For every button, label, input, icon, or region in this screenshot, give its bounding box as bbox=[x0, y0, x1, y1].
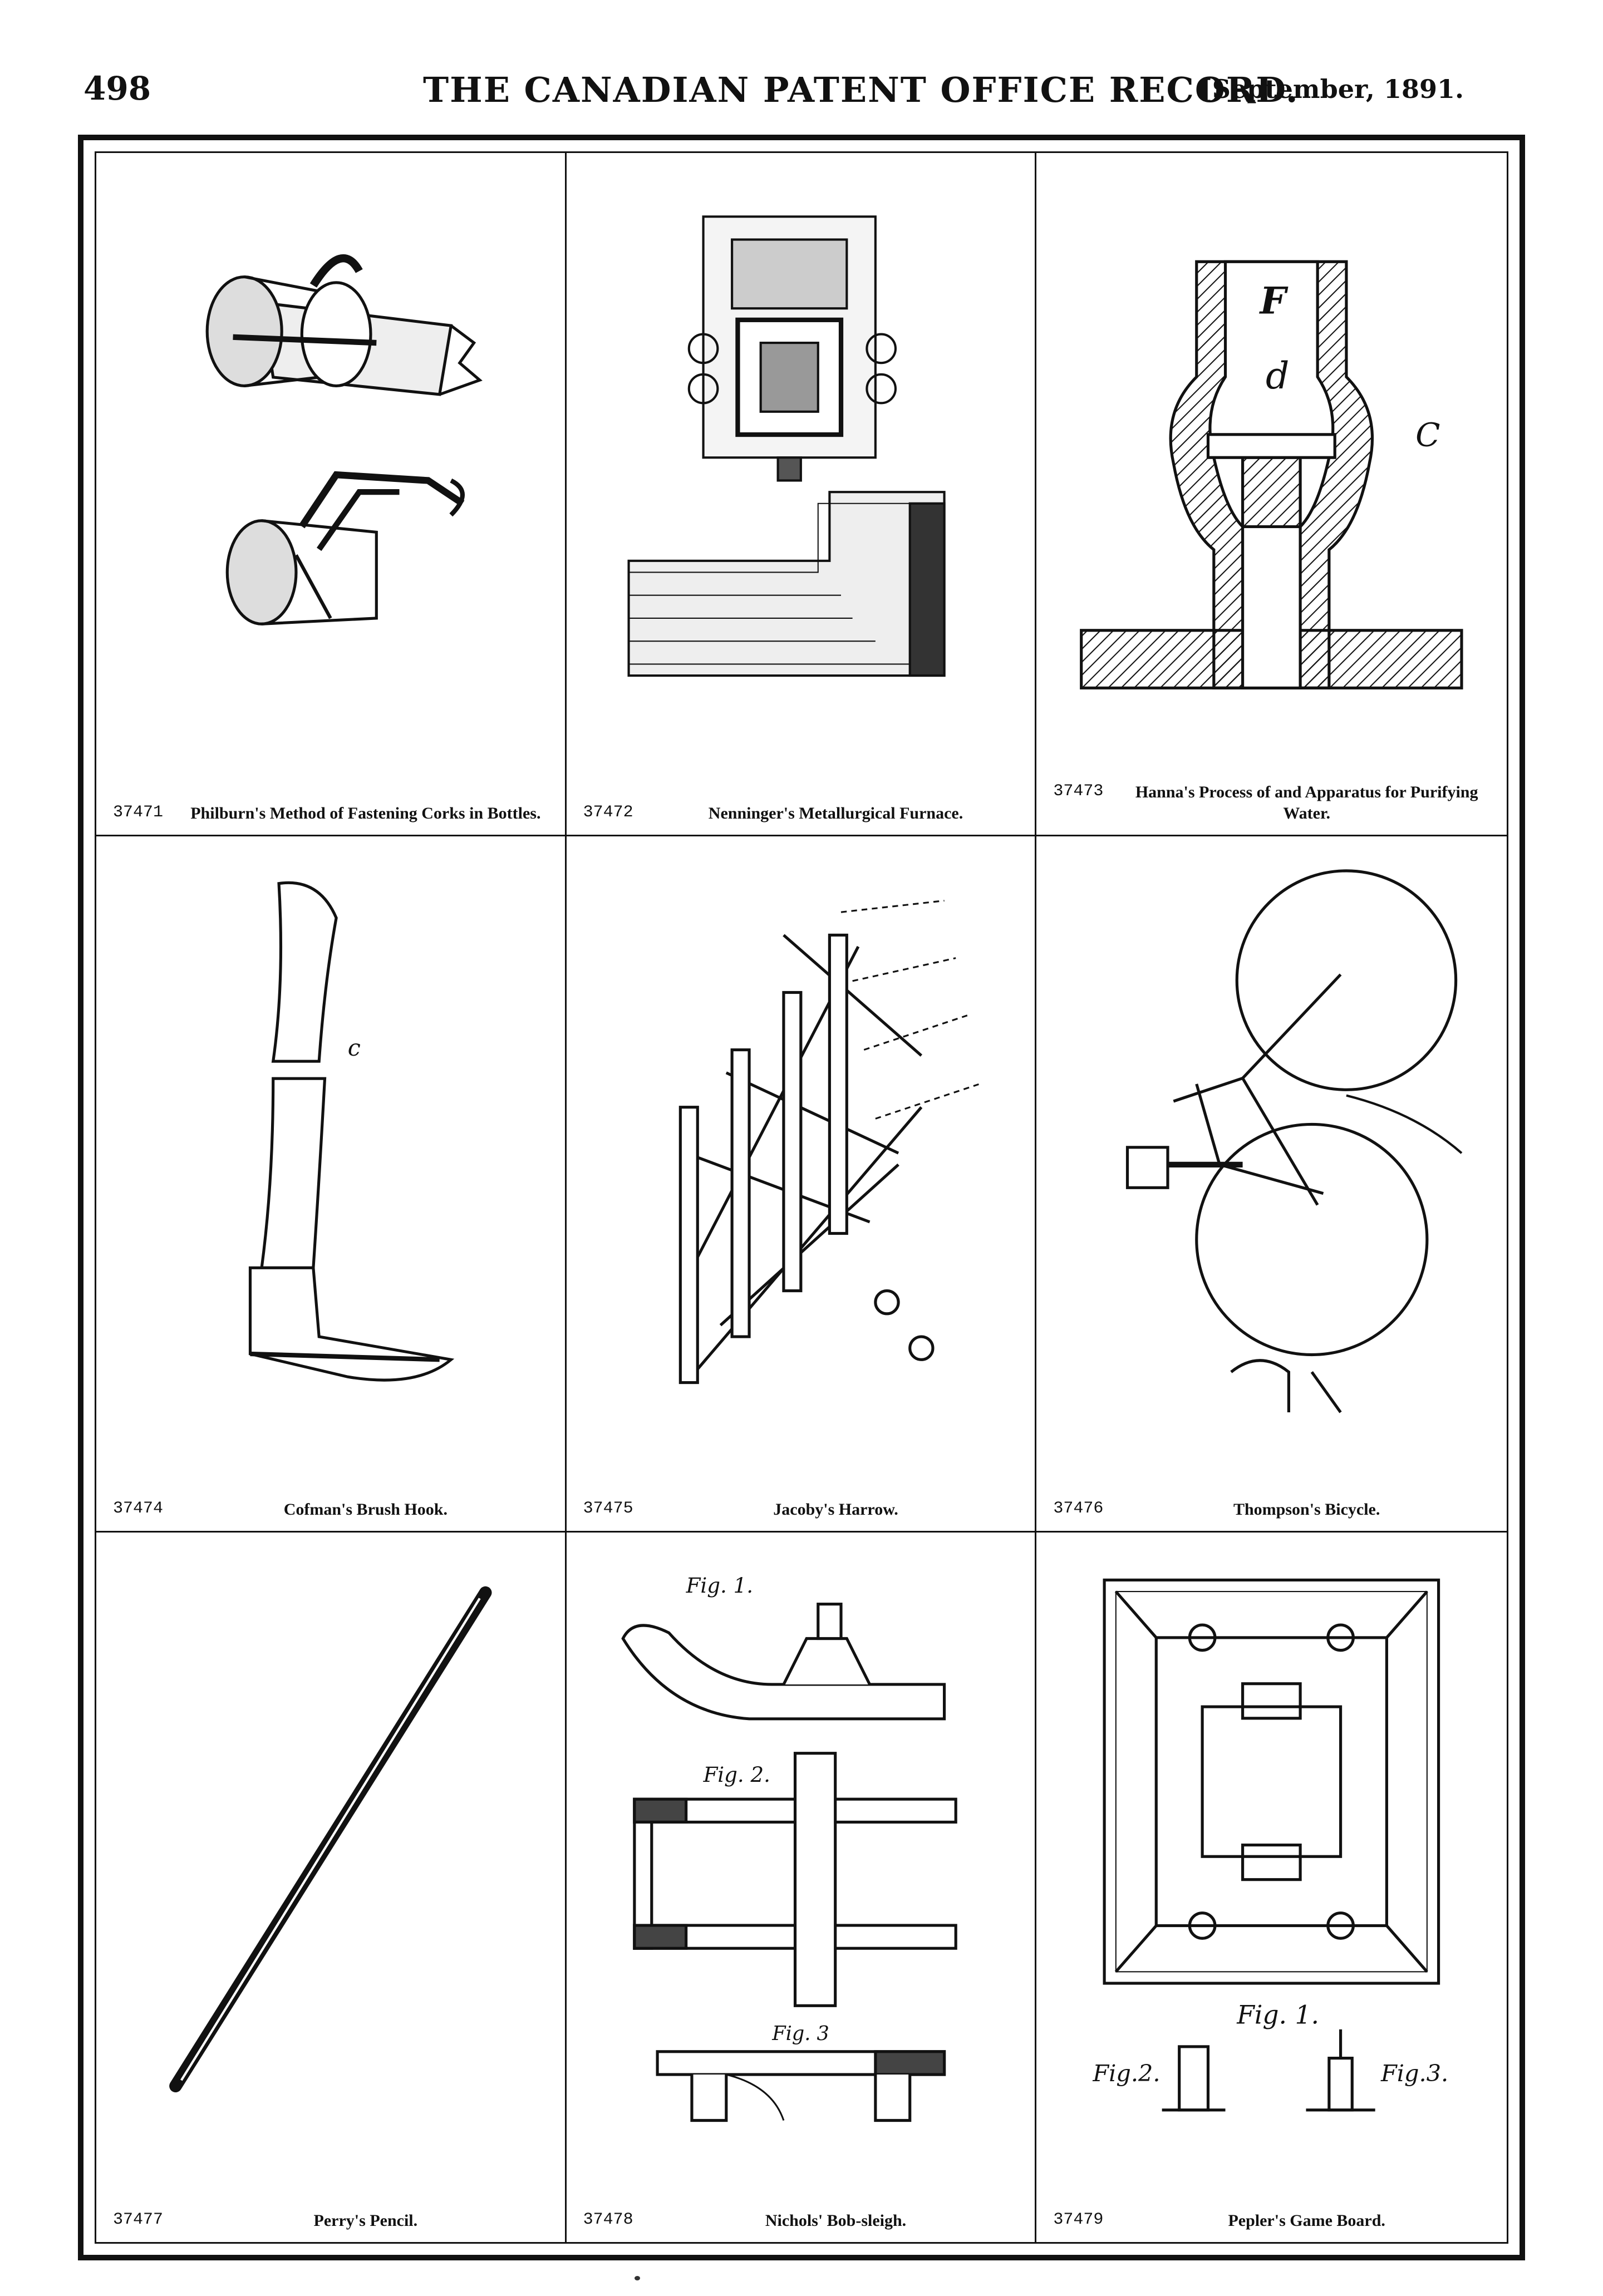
patent-caption: 37474 Cofman's Brush Hook. bbox=[113, 1499, 548, 1520]
patent-title: Philburn's Method of Fastening Corks in … bbox=[190, 804, 541, 822]
harrow-drawing bbox=[600, 859, 1002, 1447]
plate-frame: 37471 Philburn's Method of Fastening Cor… bbox=[78, 135, 1525, 2260]
patent-title: Nichols' Bob-sleigh. bbox=[765, 2211, 907, 2230]
water-apparatus-drawing: F d C bbox=[1070, 175, 1473, 751]
patent-cell: 37475 Jacoby's Harrow. bbox=[566, 836, 1037, 1533]
patent-cell: c 37474 Cofman's Brush Hook. bbox=[96, 836, 567, 1533]
patent-cell: F d C 37473 Hanna's Process of and Appar… bbox=[1036, 153, 1507, 837]
fig-label-1: Fig. 1. bbox=[1237, 2001, 1320, 2030]
fig-label-c: c bbox=[348, 1034, 361, 1061]
fig-label-2: Fig. 2. bbox=[702, 1763, 770, 1787]
patent-title: Nenninger's Metallurgical Furnace. bbox=[708, 804, 963, 822]
fig-label-1: Fig. 1. bbox=[685, 1574, 753, 1598]
patent-cell: 37477 Perry's Pencil. bbox=[96, 1533, 567, 2242]
patent-cell: Fig. 1. Fig.2. Fig.3. 37479 Pepler's Gam… bbox=[1036, 1533, 1507, 2242]
page-number: 498 bbox=[83, 70, 151, 107]
fig-label-c: C bbox=[1415, 416, 1440, 454]
patent-title: Jacoby's Harrow. bbox=[773, 1500, 898, 1519]
patent-number: 37471 bbox=[113, 802, 164, 822]
cork-fastener-drawing bbox=[130, 175, 532, 751]
furnace-drawing bbox=[600, 175, 1002, 751]
patent-number: 37474 bbox=[113, 1499, 164, 1518]
journal-title: THE CANADIAN PATENT OFFICE RECORD. bbox=[423, 70, 1299, 110]
patent-number: 37472 bbox=[583, 802, 633, 822]
patent-cell: 37476 Thompson's Bicycle. bbox=[1036, 836, 1507, 1533]
patent-caption: 37476 Thompson's Bicycle. bbox=[1053, 1499, 1490, 1520]
print-dot bbox=[635, 2276, 640, 2280]
patent-caption: 37478 Nichols' Bob-sleigh. bbox=[583, 2210, 1019, 2231]
fig-label-2: Fig.2. bbox=[1093, 2060, 1161, 2087]
bicycle-drawing bbox=[1070, 859, 1473, 1447]
plate-inner-frame: 37471 Philburn's Method of Fastening Cor… bbox=[95, 151, 1508, 2244]
patent-caption: 37475 Jacoby's Harrow. bbox=[583, 1499, 1019, 1520]
cork-fastener-illustration bbox=[205, 254, 483, 625]
patent-title: Thompson's Bicycle. bbox=[1233, 1500, 1380, 1519]
harrow-illustration bbox=[678, 900, 979, 1385]
brush-hook-illustration: c bbox=[248, 881, 455, 1382]
water-apparatus-illustration: F d C bbox=[1080, 260, 1463, 689]
pencil-drawing bbox=[130, 1555, 532, 2159]
fig-label-f: F bbox=[1259, 279, 1289, 322]
pencil-illustration bbox=[169, 1586, 492, 2093]
patent-caption: 37479 Pepler's Game Board. bbox=[1053, 2210, 1490, 2231]
patent-cell: 37471 Philburn's Method of Fastening Cor… bbox=[96, 153, 567, 837]
game-board-illustration: Fig. 1. Fig.2. Fig.3. bbox=[1093, 1579, 1448, 2112]
fig-label-3: Fig.3. bbox=[1380, 2060, 1448, 2087]
patent-cell: Fig. 1. Fig. 2. Fig. 3 37478 Nichols' Bo… bbox=[567, 1533, 1037, 2242]
patent-cell: 37472 Nenninger's Metallurgical Furnace. bbox=[566, 153, 1037, 837]
game-board-drawing: Fig. 1. Fig.2. Fig.3. bbox=[1070, 1555, 1473, 2159]
furnace-illustration bbox=[627, 215, 946, 677]
patent-number: 37473 bbox=[1053, 782, 1104, 801]
patent-caption: 37477 Perry's Pencil. bbox=[113, 2210, 548, 2231]
issue-date: [September, 1891. bbox=[1200, 74, 1464, 104]
patent-number: 37475 bbox=[583, 1499, 633, 1518]
patent-caption: 37473 Hanna's Process of and Apparatus f… bbox=[1053, 782, 1490, 824]
patent-number: 37478 bbox=[583, 2210, 633, 2229]
fig-label-3: Fig. 3 bbox=[771, 2023, 829, 2046]
patent-number: 37477 bbox=[113, 2210, 164, 2229]
patent-caption: 37472 Nenninger's Metallurgical Furnace. bbox=[583, 803, 1019, 824]
bicycle-illustration bbox=[1126, 869, 1463, 1413]
brush-hook-drawing: c bbox=[130, 859, 532, 1447]
bob-sleigh-drawing: Fig. 1. Fig. 2. Fig. 3 bbox=[600, 1555, 1002, 2159]
patent-title: Perry's Pencil. bbox=[313, 2211, 418, 2230]
patent-title: Hanna's Process of and Apparatus for Pur… bbox=[1135, 783, 1478, 822]
patent-number: 37479 bbox=[1053, 2210, 1104, 2229]
patent-number: 37476 bbox=[1053, 1499, 1104, 1518]
patent-grid: 37471 Philburn's Method of Fastening Cor… bbox=[96, 153, 1507, 2242]
page-header: 498 THE CANADIAN PATENT OFFICE RECORD. [… bbox=[83, 70, 1464, 120]
patent-title: Pepler's Game Board. bbox=[1228, 2211, 1385, 2230]
bob-sleigh-illustration: Fig. 1. Fig. 2. Fig. 3 bbox=[621, 1574, 957, 2122]
patent-title: Cofman's Brush Hook. bbox=[283, 1500, 448, 1519]
fig-label-d: d bbox=[1266, 354, 1289, 397]
patent-caption: 37471 Philburn's Method of Fastening Cor… bbox=[113, 803, 548, 824]
